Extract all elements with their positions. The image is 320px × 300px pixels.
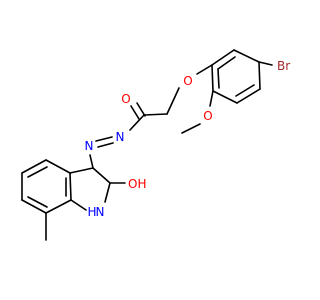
ether-oxygen-label: O: [183, 74, 192, 88]
bond: [21, 159, 47, 174]
bond: [129, 114, 145, 131]
bond: [27, 196, 48, 208]
azo-nitrogen-2-label: N: [85, 139, 94, 153]
hydroxy-label: OH: [128, 177, 146, 191]
bond: [143, 113, 168, 116]
bond: [97, 142, 114, 148]
bonds: [21, 49, 273, 241]
bond: [92, 167, 111, 184]
bond: [235, 84, 255, 97]
bond: [136, 102, 146, 117]
bond: [69, 172, 72, 201]
molecule-structure: Br O O O N N OH H N: [21, 49, 291, 241]
bond: [104, 182, 111, 203]
bond: [95, 136, 113, 142]
bond: [236, 88, 261, 104]
bond: [166, 87, 180, 115]
bond: [211, 49, 235, 66]
azo-nitrogen-1-label: N: [116, 130, 125, 144]
bond: [130, 105, 140, 120]
bond: [89, 154, 94, 169]
bond: [217, 56, 236, 70]
bond: [209, 90, 214, 107]
bond: [212, 90, 238, 104]
bond: [258, 61, 261, 90]
bond: [70, 199, 87, 211]
bromine-label: Br: [277, 59, 290, 73]
bond: [258, 61, 273, 66]
bond: [45, 159, 71, 174]
nh-nitrogen-label: N: [96, 205, 105, 219]
bond: [27, 166, 48, 178]
bond: [196, 64, 213, 75]
bond: [181, 123, 201, 134]
methoxy-oxygen-label: O: [203, 109, 212, 123]
bond: [45, 199, 72, 214]
atom-labels: Br O O O N N OH H N: [85, 59, 291, 219]
carbonyl-oxygen-label: O: [121, 92, 130, 106]
bond: [217, 68, 220, 89]
bond: [233, 49, 260, 63]
nh-hydrogen-label: H: [87, 205, 96, 219]
bond: [211, 64, 214, 92]
bond: [21, 199, 47, 214]
bond: [69, 167, 94, 174]
